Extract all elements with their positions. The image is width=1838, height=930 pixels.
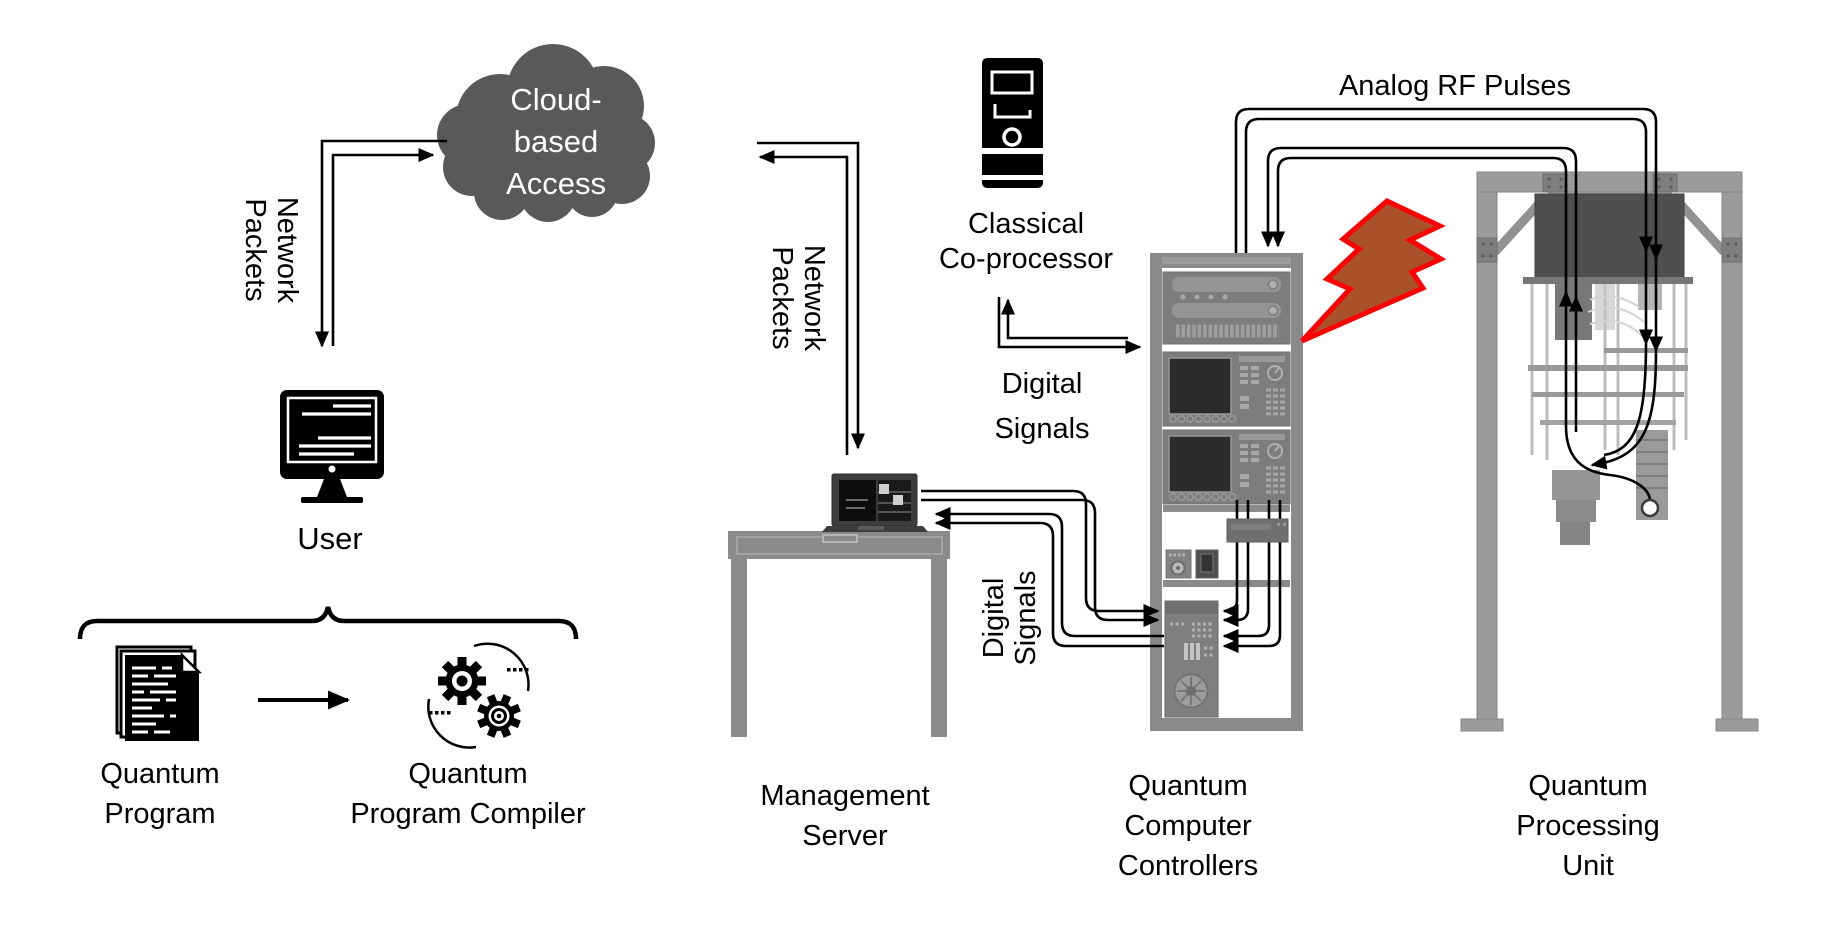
compiler-label-line2: Program Compiler [350,798,586,830]
document-stack-icon [115,645,203,741]
qpu-label-line1: Quantum [1528,770,1647,802]
controllers-label-line1: Quantum [1128,770,1247,802]
quantum-program-label-line2: Program [104,798,215,830]
desktop-monitor-icon [280,390,384,503]
computer-tower-icon [982,58,1043,188]
svg-text:Signals: Signals [1010,570,1042,665]
svg-text:Packets: Packets [239,198,271,301]
gears-icon [427,642,530,749]
qpu-label-line2: Processing [1516,810,1659,842]
network-packets-label-mid: Network Packets [766,245,830,352]
cloud-label-line3: Access [506,166,606,201]
svg-text:Network: Network [798,245,830,352]
desk-with-laptop-icon [728,473,950,737]
cryostat-can [1534,193,1685,279]
cloud-server-connection [757,141,865,455]
management-server-label-line2: Server [802,820,888,852]
cloud-label-line2: based [514,124,598,159]
rack-flat-module [1226,518,1289,543]
qpu-label-line3: Unit [1562,850,1614,882]
controllers-label-line3: Controllers [1118,850,1258,882]
user-cloud-connection [315,139,447,348]
dilution-refrigerator-icon [1460,171,1759,732]
user-label: User [297,521,362,556]
lightning-bolt-icon [1300,198,1447,344]
compiler-label-line1: Quantum [408,758,527,790]
server-rack-cables [921,489,1164,648]
network-packets-label-left: Network Packets [239,197,303,304]
rack-control-tower [1164,600,1219,718]
svg-text:Packets: Packets [766,246,798,349]
controllers-label-line2: Computer [1124,810,1252,842]
analog-rf-cables [1234,107,1663,518]
digital-signals-h-line2: Signals [994,413,1089,445]
cryostat-internals [1528,284,1688,545]
coprocessor-label-line2: Co-processor [939,243,1113,275]
svg-text:Digital: Digital [978,578,1010,659]
cloud-label-line1: Cloud- [510,82,601,117]
cryostat-port-circle [1640,498,1660,518]
coprocessor-rack-connection [997,297,1142,354]
rack-internal-cables [1222,500,1282,653]
svg-text:Network: Network [271,197,303,304]
management-server-label-line1: Management [760,780,929,812]
analog-rf-pulses-label: Analog RF Pulses [1339,70,1571,102]
quantum-program-label-line1: Quantum [100,758,219,790]
coprocessor-label-line1: Classical [968,208,1084,240]
cloud-icon [437,44,655,222]
digital-signals-v-label: Digital Signals [978,570,1042,665]
digital-signals-h-line1: Digital [1002,368,1083,400]
curly-brace [77,606,579,640]
